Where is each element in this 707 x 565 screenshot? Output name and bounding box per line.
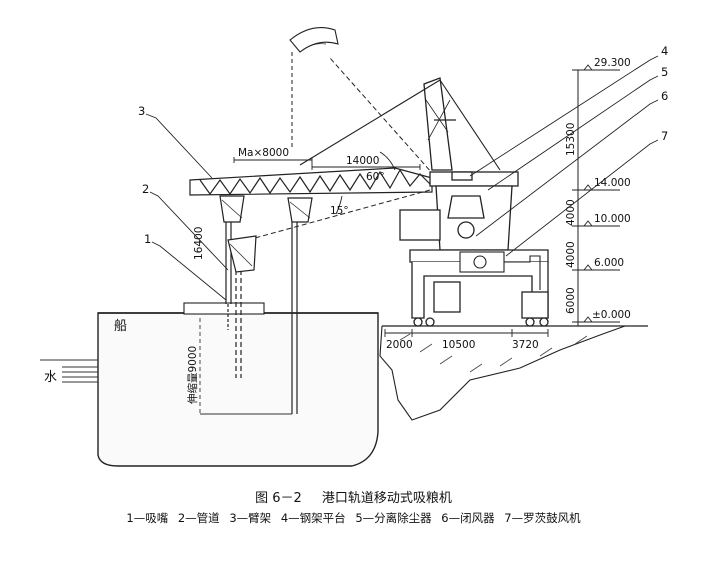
label-ma8000: Ma×8000 bbox=[238, 147, 289, 159]
label-14000: 14000 bbox=[346, 155, 379, 167]
quay-wall bbox=[379, 325, 626, 421]
ship-hull bbox=[97, 312, 379, 467]
base-dim-ticks bbox=[384, 329, 549, 337]
callout-1: 1 bbox=[144, 232, 151, 246]
legend-item: 6—闭风器 bbox=[441, 511, 495, 525]
pipe-center bbox=[291, 210, 298, 414]
legend-item: 7—罗茨鼓风机 bbox=[504, 511, 581, 525]
elevation-6000: 6.000 bbox=[594, 257, 624, 269]
jib-tie-2 bbox=[439, 79, 501, 171]
figure-number: 图 6－2 bbox=[255, 491, 302, 506]
hatch-coaming bbox=[183, 302, 265, 315]
callout-leaders bbox=[145, 55, 659, 301]
ship-label: 船 bbox=[114, 319, 127, 334]
label-60deg: 60° bbox=[366, 171, 385, 183]
dim-arrows bbox=[233, 157, 421, 170]
dim-6000: 6000 bbox=[565, 287, 577, 314]
label-15deg: 15° bbox=[330, 205, 349, 217]
base-dim-3720: 3720 bbox=[512, 339, 539, 351]
legend-item: 3—臂架 bbox=[229, 511, 272, 525]
angle-arc-60 bbox=[379, 151, 396, 171]
label-telescopic: 伸缩量9000 bbox=[186, 346, 199, 404]
elevation-markers bbox=[583, 64, 593, 323]
callout-5: 5 bbox=[661, 65, 668, 79]
elevation-29300: 29.300 bbox=[594, 57, 631, 69]
water-label: 水 bbox=[44, 370, 57, 385]
figure-caption: 图 6－2 港口轨道移动式吸粮机 bbox=[0, 487, 707, 506]
dim-4000-lower: 4000 bbox=[565, 241, 577, 268]
machine-house bbox=[399, 171, 519, 251]
base-dim-10500: 10500 bbox=[442, 339, 475, 351]
legend-item: 5—分离除尘器 bbox=[355, 511, 432, 525]
jib-tie bbox=[299, 79, 441, 166]
mast bbox=[423, 77, 456, 171]
elevation-10000: 10.000 bbox=[594, 213, 631, 225]
boom-raised bbox=[329, 57, 441, 183]
quay-hatch bbox=[399, 333, 588, 373]
base-dim-2000: 2000 bbox=[386, 339, 413, 351]
callout-7: 7 bbox=[661, 129, 668, 143]
callout-4: 4 bbox=[661, 44, 668, 58]
roots-blower bbox=[459, 251, 541, 290]
raised-nozzle bbox=[289, 27, 339, 53]
elevation-ticks bbox=[572, 69, 620, 323]
callout-6: 6 bbox=[661, 89, 668, 103]
boom-truss bbox=[189, 167, 433, 196]
angle-arc-15 bbox=[335, 195, 343, 215]
elevation-0000: ±0.000 bbox=[592, 309, 631, 321]
callout-3: 3 bbox=[138, 104, 145, 118]
pipe-telescopic bbox=[235, 270, 242, 378]
suction-nozzle bbox=[219, 195, 313, 273]
callout-2: 2 bbox=[142, 182, 149, 196]
dim-15300: 15300 bbox=[565, 123, 577, 156]
dim-4000-upper: 4000 bbox=[565, 199, 577, 226]
boom-lowered bbox=[254, 189, 431, 239]
figure-legend: 1—吸嘴 2—管道 3—臂架 4—钢架平台 5—分离除尘器 6—闭风器 7—罗茨… bbox=[0, 510, 707, 526]
legend-item: 2—管道 bbox=[177, 511, 220, 525]
figure-title: 港口轨道移动式吸粮机 bbox=[321, 491, 452, 506]
legend-item: 4—钢架平台 bbox=[280, 511, 346, 525]
legend-item: 1—吸嘴 bbox=[126, 511, 169, 525]
water-lines bbox=[62, 366, 98, 383]
label-16400: 16400 bbox=[193, 227, 205, 260]
